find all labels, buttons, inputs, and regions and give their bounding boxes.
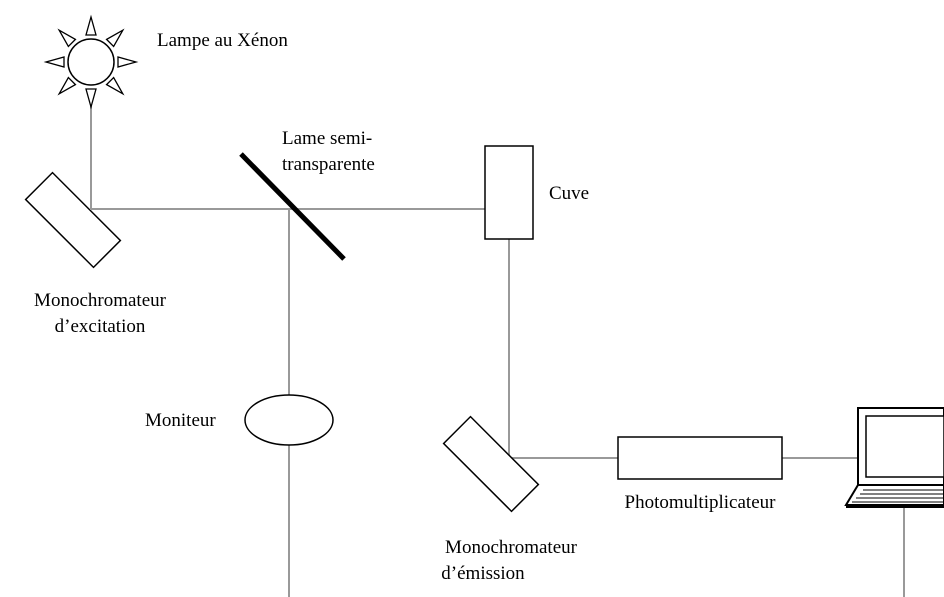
- beam-splitter-label-line1: Lame semi-: [282, 128, 372, 149]
- beam-paths: [90, 92, 905, 597]
- laptop-icon: [844, 407, 944, 508]
- emission-monochromator: [442, 415, 540, 513]
- excitation-monochromator: [24, 171, 122, 269]
- photomultiplier: [617, 436, 783, 480]
- monitor-detector: [244, 394, 334, 446]
- cuvette-label: Cuve: [549, 183, 589, 204]
- monitor-label: Moniteur: [145, 410, 216, 431]
- cuvette: [484, 145, 534, 240]
- beam-splitter: [239, 152, 346, 261]
- emission-monochromator-label-line1: Monochromateur: [445, 537, 578, 558]
- excitation-monochromator-label-line2: d’excitation: [55, 316, 146, 337]
- photomultiplier-label: Photomultiplicateur: [625, 492, 777, 513]
- lamp-label: Lampe au Xénon: [157, 30, 288, 51]
- emission-monochromator-label-line2: d’émission: [441, 563, 525, 584]
- beam-splitter-label-line2: transparente: [282, 154, 375, 175]
- excitation-monochromator-label-line1: Monochromateur: [34, 290, 167, 311]
- sun-icon: [43, 14, 139, 110]
